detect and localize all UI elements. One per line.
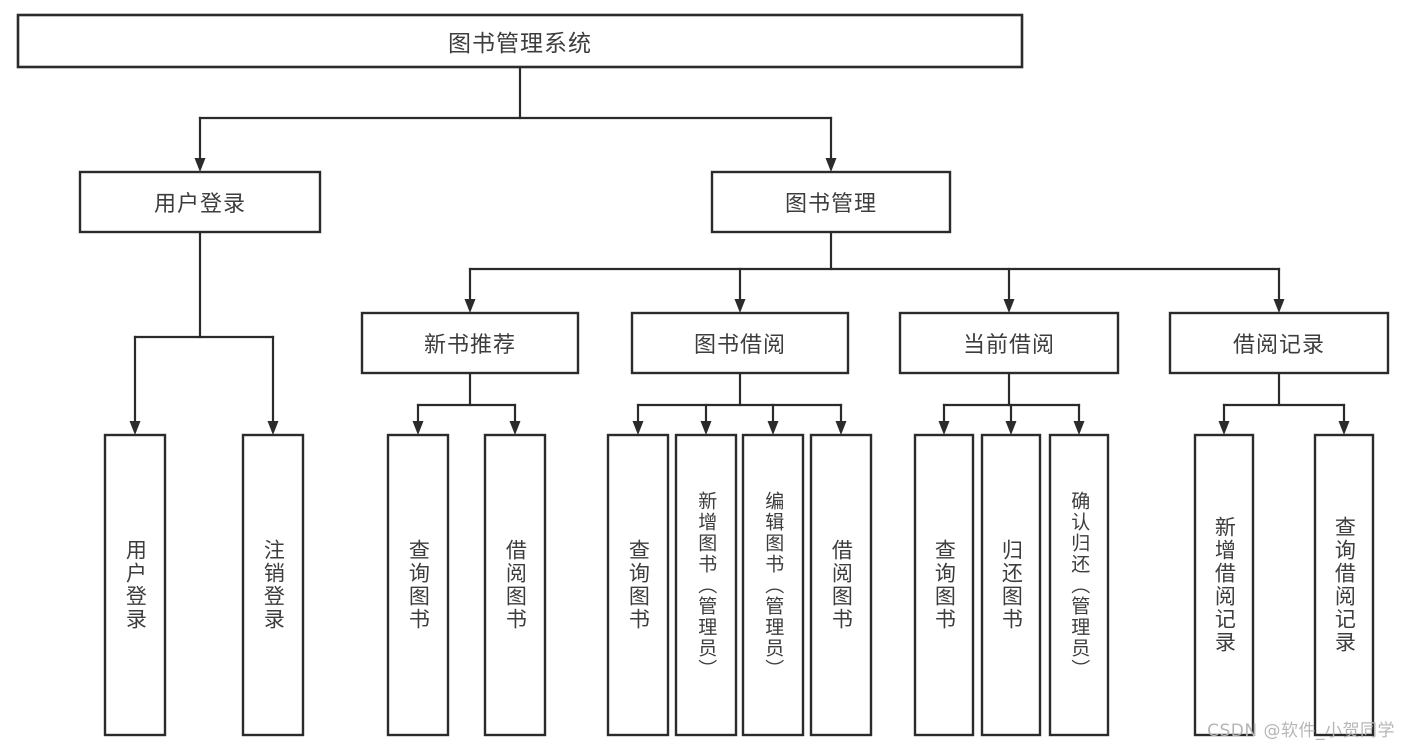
arrowhead-leaf-borrow-book-2 (835, 421, 847, 435)
node-box-borrow-record (1168, 311, 1390, 375)
arrowhead-leaf-edit-book (767, 421, 779, 435)
arrowhead-user-login (194, 158, 206, 172)
arrowhead-leaf-query-record (1338, 421, 1350, 435)
arrowhead-book-manage (825, 158, 837, 172)
node-box-book-manage (710, 170, 952, 234)
node-box-leaf-add-record (1193, 433, 1255, 737)
arrowhead-leaf-query-book-2 (632, 421, 644, 435)
node-box-user-login (78, 170, 322, 234)
node-box-leaf-query-book-3 (913, 433, 975, 737)
node-box-leaf-user-logout (241, 433, 305, 737)
arrowhead-leaf-user-login (129, 421, 141, 435)
arrowhead-book-borrow (734, 299, 746, 313)
node-box-leaf-borrow-book-2 (809, 433, 873, 737)
connector-layer (129, 65, 1350, 435)
arrowhead-leaf-borrow-book-1 (509, 421, 521, 435)
node-box-leaf-query-book-1 (386, 433, 450, 737)
node-box-leaf-return-book (980, 433, 1042, 737)
node-box-leaf-query-record (1313, 433, 1375, 737)
node-box-leaf-add-book (674, 433, 738, 737)
node-box-leaf-confirm-return (1048, 433, 1110, 737)
arrowhead-leaf-add-book (700, 421, 712, 435)
arrowhead-leaf-confirm-return (1073, 421, 1085, 435)
arrowhead-leaf-query-book-3 (938, 421, 950, 435)
arrowhead-new-book-recommend (464, 299, 476, 313)
arrowhead-leaf-query-book-1 (412, 421, 424, 435)
node-box-leaf-query-book-2 (606, 433, 670, 737)
arrowhead-borrow-record (1273, 299, 1285, 313)
node-box-leaf-user-login (103, 433, 167, 737)
arrowhead-leaf-return-book (1005, 421, 1017, 435)
arrowhead-leaf-add-record (1218, 421, 1230, 435)
node-box-book-borrow (630, 311, 850, 375)
node-box-layer (16, 13, 1390, 737)
node-box-leaf-borrow-book-1 (483, 433, 547, 737)
node-box-leaf-edit-book (741, 433, 805, 737)
node-box-root (16, 13, 1024, 69)
node-box-new-book-recommend (360, 311, 580, 375)
arrowhead-leaf-user-logout (267, 421, 279, 435)
node-box-current-borrow (898, 311, 1120, 375)
arrowhead-current-borrow (1003, 299, 1015, 313)
